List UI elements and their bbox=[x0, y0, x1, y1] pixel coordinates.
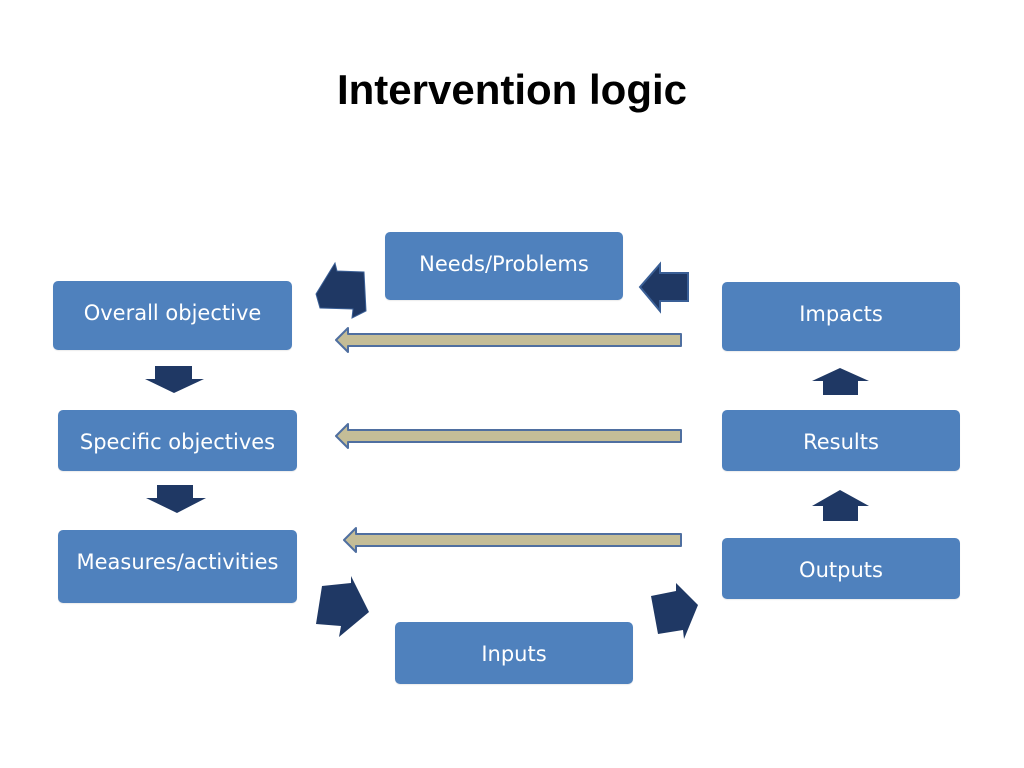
arrow-measures-to-inputs bbox=[316, 576, 369, 637]
feedback-arrow-outputs-to-measures bbox=[343, 527, 682, 553]
arrow-overall-to-specific bbox=[145, 366, 204, 393]
arrow-impacts-to-needs bbox=[638, 261, 689, 314]
arrow-specific-to-measures bbox=[146, 485, 206, 513]
feedback-arrow-results-to-specific bbox=[335, 423, 682, 449]
node-needs-problems: Needs/Problems bbox=[385, 232, 623, 300]
node-specific-objectives: Specific objectives bbox=[58, 410, 297, 471]
node-results: Results bbox=[722, 410, 960, 471]
node-impacts: Impacts bbox=[722, 282, 960, 351]
node-measures-activities: Measures/activities bbox=[58, 530, 297, 603]
arrow-inputs-to-outputs bbox=[651, 583, 698, 639]
node-outputs: Outputs bbox=[722, 538, 960, 599]
feedback-arrow-impacts-to-overall bbox=[335, 327, 682, 353]
node-overall-objective: Overall objective bbox=[53, 281, 292, 350]
page-title: Intervention logic bbox=[336, 66, 688, 113]
arrow-outputs-to-results bbox=[812, 490, 869, 521]
arrow-results-to-impacts bbox=[812, 368, 869, 395]
arrow-needs-to-overall bbox=[315, 261, 367, 319]
node-inputs: Inputs bbox=[395, 622, 633, 684]
